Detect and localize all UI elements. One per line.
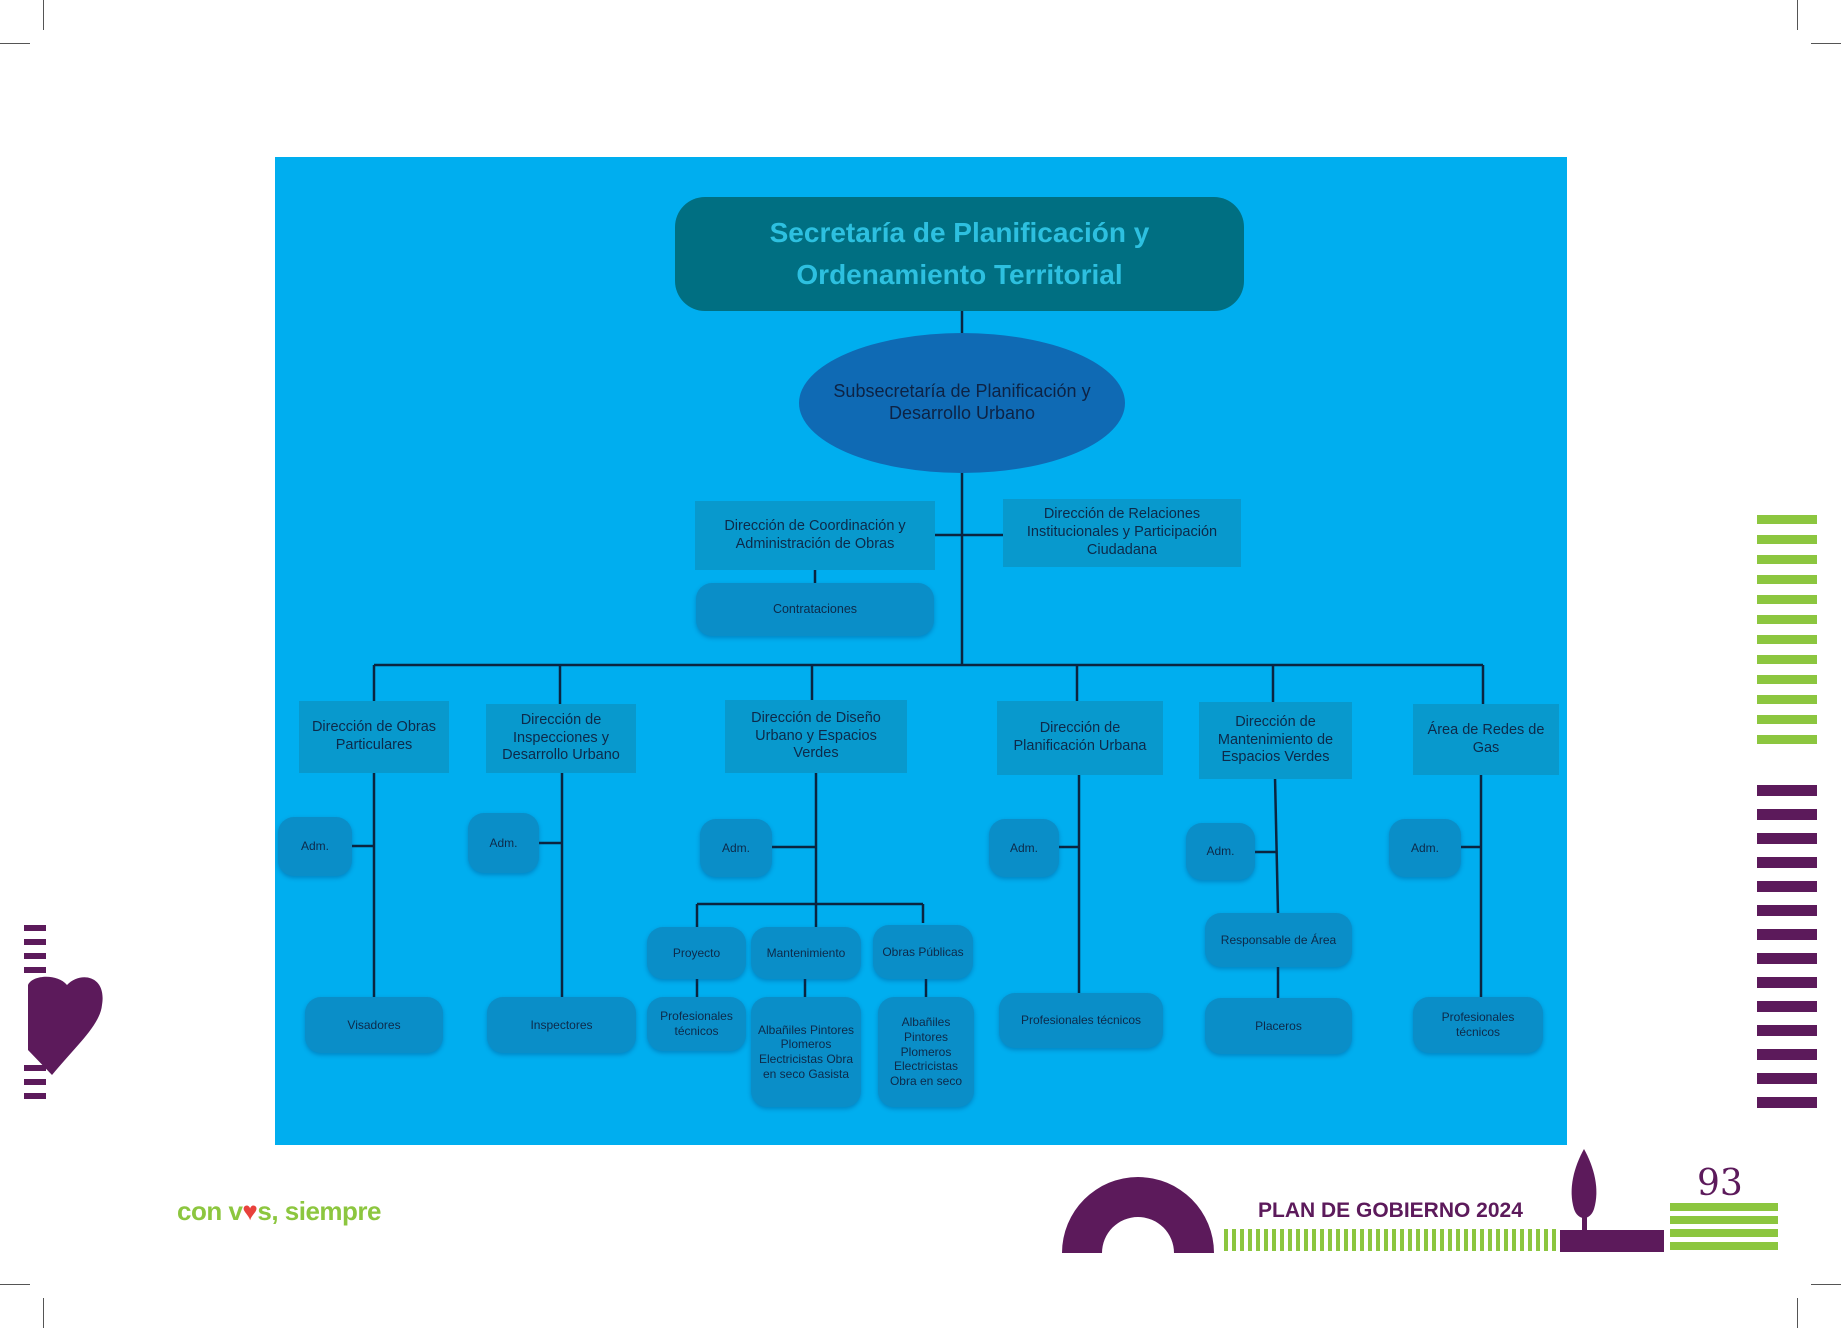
inspectores-box: Inspectores: [487, 997, 636, 1053]
direccion-inspecciones-box: Dirección de Inspecciones y Desarrollo U…: [486, 704, 636, 773]
direccion-relaciones-box: Dirección de Relaciones Institucionales …: [1003, 499, 1241, 567]
crop-mark: [0, 43, 30, 44]
slogan-post: s, siempre: [257, 1196, 381, 1226]
heart-decoration-icon: [24, 925, 103, 1099]
placeros-box: Placeros: [1205, 998, 1352, 1054]
crop-mark: [0, 1284, 30, 1285]
direccion-coordinacion-box: Dirección de Coordinación y Administraci…: [695, 501, 935, 570]
direccion-mantenimiento-box: Dirección de Mantenimiento de Espacios V…: [1199, 702, 1352, 779]
right-stripes-decoration: [1757, 515, 1817, 1108]
secretaria-title-box: Secretaría de Planificación y Ordenamien…: [675, 197, 1244, 311]
oficios-obras-publicas-box: Albañiles Pintores Plomeros Electricista…: [878, 997, 974, 1107]
direccion-planificacion-urbana-box: Dirección de Planificación Urbana: [997, 701, 1163, 775]
profesionales-tecnicos-box: Profesionales técnicos: [647, 997, 746, 1051]
obras-publicas-box: Obras Públicas: [873, 925, 973, 979]
plan-title: PLAN DE GOBIERNO 2024: [1258, 1199, 1523, 1222]
visadores-box: Visadores: [305, 997, 443, 1053]
page-number-stripes-decoration: [1670, 1203, 1778, 1250]
org-chart-panel: Secretaría de Planificación y Ordenamien…: [275, 157, 1567, 1145]
footer-slogan: con v♥s, siempre: [177, 1196, 381, 1227]
oficios-mantenimiento-box: Albañiles Pintores Plomeros Electricista…: [751, 997, 861, 1107]
heart-icon: ♥: [242, 1196, 258, 1226]
area-redes-gas-box: Área de Redes de Gas: [1413, 704, 1559, 775]
crop-mark: [1797, 1298, 1798, 1328]
slogan-pre: con v: [177, 1196, 243, 1226]
crop-mark: [43, 1298, 44, 1328]
page-number: 93: [1697, 1163, 1743, 1204]
footer-green-bars-decoration: [1224, 1229, 1556, 1251]
adm-box: Adm.: [1186, 823, 1255, 880]
connector-lines: [352, 310, 1485, 998]
adm-box: Adm.: [468, 813, 539, 873]
responsable-area-box: Responsable de Área: [1205, 913, 1352, 967]
crop-mark: [1811, 43, 1841, 44]
proyecto-box: Proyecto: [647, 927, 746, 979]
adm-box: Adm.: [278, 817, 352, 876]
adm-box: Adm.: [989, 819, 1059, 877]
crop-mark: [43, 0, 44, 30]
crop-mark: [1797, 0, 1798, 30]
adm-box: Adm.: [1389, 819, 1461, 877]
tree-icon: [1560, 1149, 1664, 1252]
direccion-obras-particulares-box: Dirección de Obras Particulares: [299, 701, 449, 773]
adm-box: Adm.: [700, 819, 772, 877]
profesionales-tecnicos-box: Profesionales técnicos: [999, 993, 1163, 1048]
direccion-diseno-urbano-box: Dirección de Diseño Urbano y Espacios Ve…: [725, 700, 907, 773]
contrataciones-box: Contrataciones: [696, 583, 934, 636]
arch-decoration-icon: [1062, 1177, 1214, 1253]
subsecretaria-ellipse: Subsecretaría de Planificación y Desarro…: [799, 333, 1125, 473]
profesionales-tecnicos-box: Profesionales técnicos: [1413, 997, 1543, 1053]
mantenimiento-box: Mantenimiento: [751, 927, 861, 979]
crop-mark: [1811, 1284, 1841, 1285]
